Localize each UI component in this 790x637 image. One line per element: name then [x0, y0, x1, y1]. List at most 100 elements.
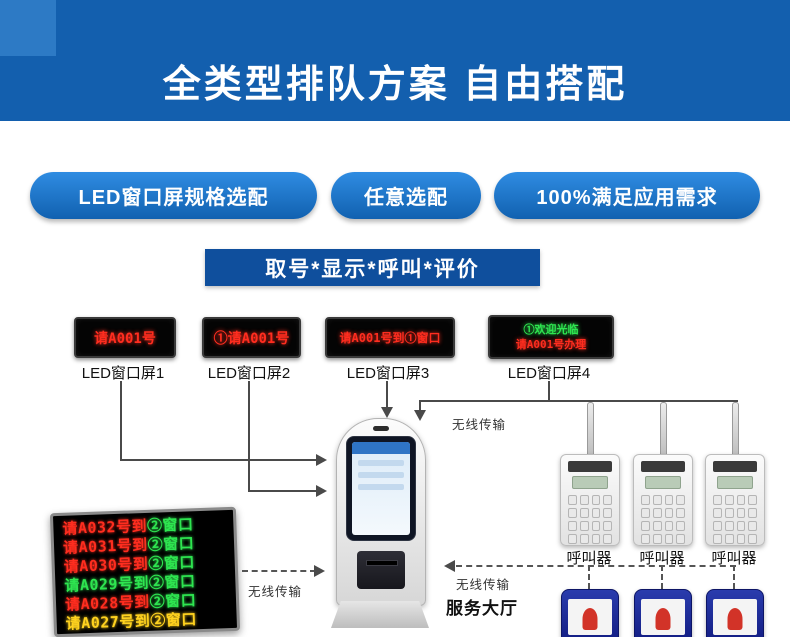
connector-led2-horizontal: [248, 490, 318, 492]
caller-key: [568, 521, 577, 531]
evaluator-2: [634, 589, 692, 637]
led-screen-3-label: LED窗口屏3: [346, 365, 430, 382]
led-screen-1-label: LED窗口屏1: [81, 365, 165, 382]
connector-led2-vertical: [248, 381, 250, 492]
connector-led1-horizontal: [120, 459, 318, 461]
caller-key: [664, 508, 674, 518]
dashed-connector-board: [242, 570, 316, 572]
caller-label-3: 呼叫器: [711, 550, 757, 567]
kiosk-screen: [352, 442, 410, 535]
pill-free-choice[interactable]: 任意选配: [331, 172, 481, 219]
caller-key: [591, 495, 601, 505]
evaluator-face-icon: [655, 608, 671, 630]
caller-key: [591, 521, 601, 531]
kiosk-base: [331, 601, 429, 628]
evaluator-screen: [641, 599, 685, 635]
kiosk-screen-row: [358, 484, 404, 490]
caller-brand-strip: [641, 461, 685, 472]
arrow-right-icon: [316, 454, 327, 466]
led-window-screen-2: ①请A001号: [202, 317, 301, 358]
led-screen-2-text: ①请A001号: [213, 330, 290, 347]
caller-key: [568, 534, 577, 544]
caller-brand-strip: [713, 461, 757, 472]
caller-keypad: [706, 489, 764, 544]
caller-key: [641, 495, 650, 505]
pill-100-percent[interactable]: 100%满足应用需求: [494, 172, 760, 219]
caller-lcd-screen: [645, 476, 681, 489]
led-screen-3-text: 请A001号到①窗口: [339, 331, 441, 345]
caller-key: [736, 534, 746, 544]
board-row-left: 请A030号到: [63, 554, 149, 576]
kiosk-screen-row: [358, 472, 404, 478]
arrow-right-icon: [314, 565, 325, 577]
caller-antenna: [660, 402, 667, 458]
caller-key: [713, 521, 722, 531]
led-screen-4-label: LED窗口屏4: [507, 365, 591, 382]
wireless-label-top: 无线传输: [452, 418, 507, 432]
led-window-screen-1: 请A001号: [74, 317, 176, 358]
led-screen-4-line1: ①欢迎光临: [523, 323, 579, 336]
caller-key: [664, 521, 674, 531]
board-row-left: 请A032号到: [62, 516, 148, 538]
board-row-right: ②窗口: [149, 591, 197, 611]
caller-key: [664, 495, 674, 505]
caller-key: [676, 495, 685, 505]
caller-brand-strip: [568, 461, 612, 472]
arrow-left-icon: [444, 560, 455, 572]
caller-key: [603, 508, 612, 518]
caller-key: [641, 508, 650, 518]
caller-antenna: [587, 402, 594, 458]
caller-key: [603, 495, 612, 505]
caller-key: [713, 534, 722, 544]
wireless-label-board: 无线传输: [248, 585, 303, 599]
caller-key: [603, 521, 612, 531]
service-hall-label: 服务大厅: [446, 599, 518, 618]
top-banner: 全类型排队方案 自由搭配: [0, 0, 790, 121]
caller-antenna: [732, 402, 739, 458]
caller-key: [579, 521, 589, 531]
kiosk-screen-row: [358, 460, 404, 466]
caller-key: [724, 495, 734, 505]
wireless-label-hall: 无线传输: [456, 578, 511, 592]
caller-key: [603, 534, 612, 544]
caller-key: [748, 508, 757, 518]
dashed-connector-horizontal: [456, 565, 736, 567]
arrow-down-icon: [414, 410, 426, 421]
caller-key: [641, 534, 650, 544]
caller-key: [676, 534, 685, 544]
caller-keypad: [634, 489, 692, 544]
dashed-connector-vertical: [661, 565, 663, 589]
connector-led1-vertical: [120, 381, 122, 461]
caller-key: [652, 508, 662, 518]
board-row-left: 请A028号到: [64, 592, 150, 614]
caller-key: [664, 534, 674, 544]
caller-lcd-screen: [572, 476, 608, 489]
wireless-caller-2: [633, 454, 693, 546]
evaluator-screen: [713, 599, 757, 635]
caller-key: [676, 508, 685, 518]
dashed-connector-vertical: [588, 565, 590, 589]
caller-key: [591, 534, 601, 544]
evaluator-3: [706, 589, 764, 637]
arrow-down-icon: [381, 407, 393, 418]
arrow-right-icon: [316, 485, 327, 497]
pill-led-spec[interactable]: LED窗口屏规格选配: [30, 172, 317, 219]
kiosk-ticket-slot: [366, 560, 398, 566]
caller-key: [579, 508, 589, 518]
caller-key: [724, 508, 734, 518]
evaluator-face-icon: [582, 608, 598, 630]
caller-key: [736, 521, 746, 531]
led-window-screen-3: 请A001号到①窗口: [325, 317, 455, 358]
caller-key: [736, 495, 746, 505]
kiosk-camera-icon: [373, 426, 389, 431]
board-row-right: ②窗口: [146, 515, 194, 535]
caller-key: [713, 495, 722, 505]
main-led-board: 请A032号到②窗口 请A031号到②窗口 请A030号到②窗口 请A029号到…: [49, 506, 241, 637]
caller-key: [652, 521, 662, 531]
caller-key: [579, 534, 589, 544]
evaluator-screen: [568, 599, 612, 635]
board-row-left: 请A027号到: [65, 611, 151, 633]
connector-top-horizontal: [419, 400, 738, 402]
kiosk-screen-bezel: [346, 436, 416, 541]
